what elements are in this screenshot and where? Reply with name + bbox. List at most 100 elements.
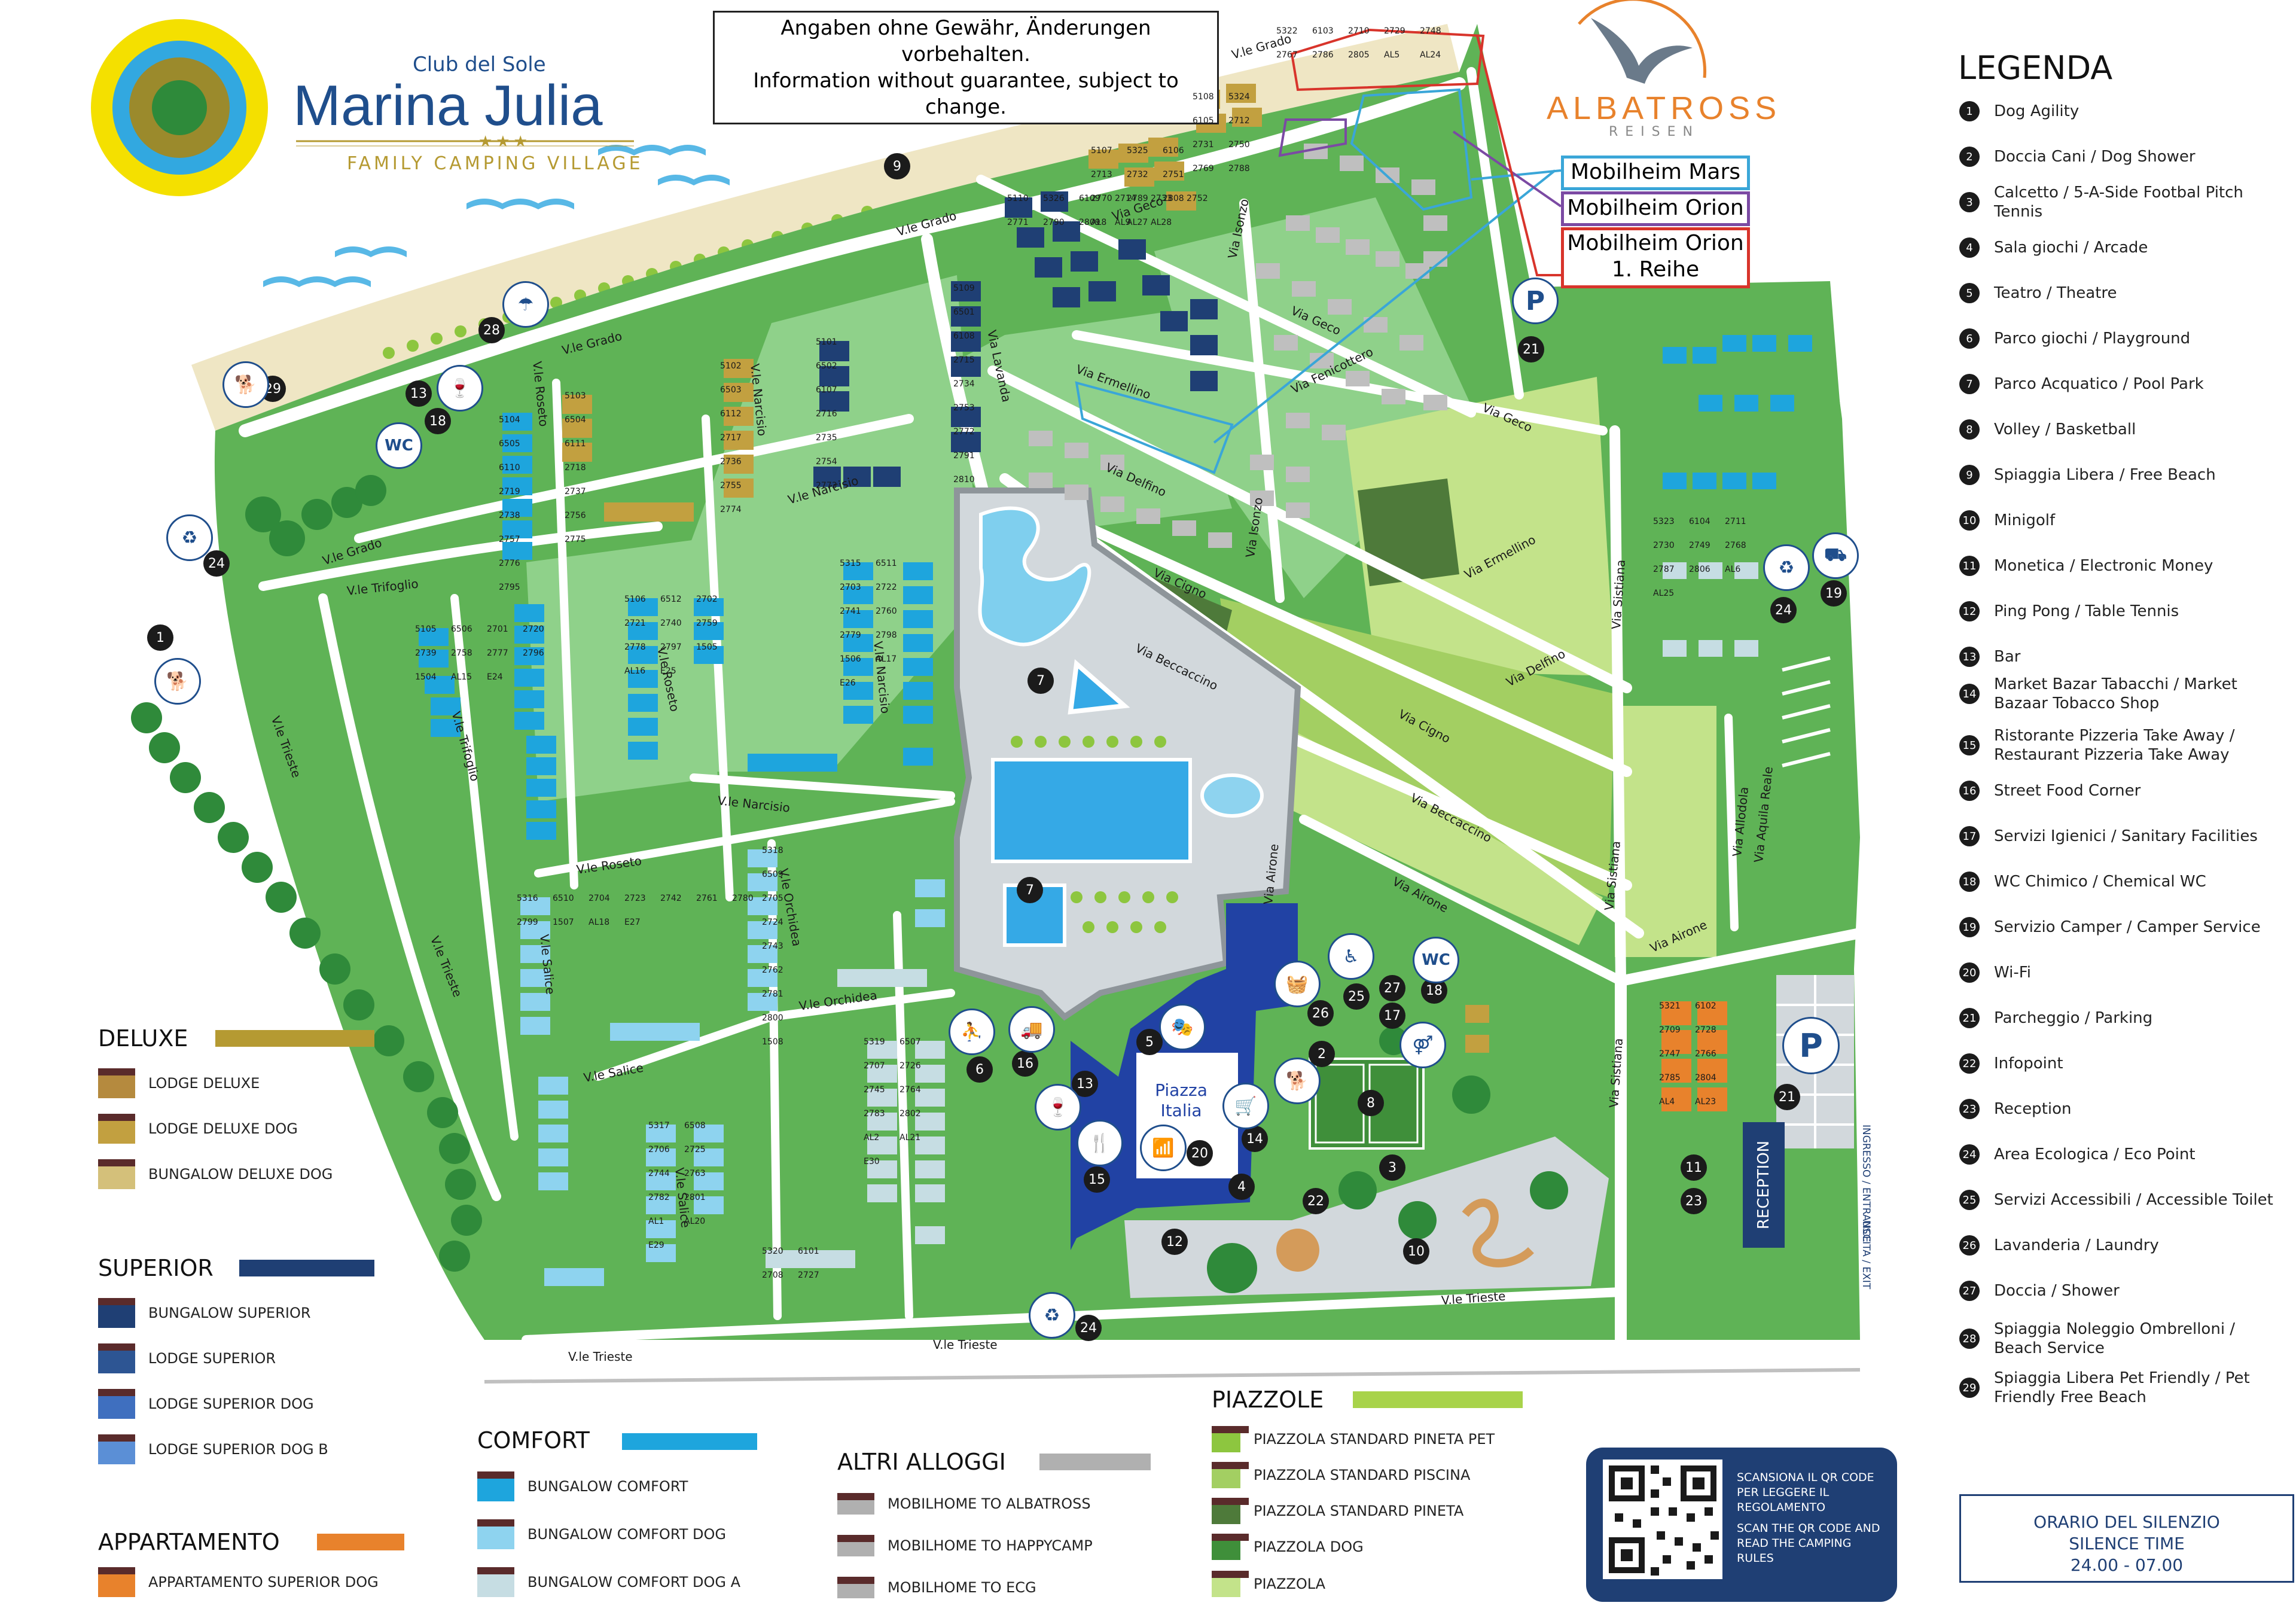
street-food-icon[interactable]: 🚚 bbox=[1008, 1006, 1055, 1053]
unit-label[interactable]: 2736 bbox=[720, 457, 742, 467]
unit-label[interactable]: 2737 bbox=[565, 487, 586, 496]
unit-label[interactable]: 6110 bbox=[499, 463, 520, 473]
unit-label[interactable]: AL23 bbox=[1695, 1097, 1716, 1107]
recycle-icon[interactable]: ♻ bbox=[166, 514, 213, 561]
unit-label[interactable]: E27 bbox=[624, 918, 641, 927]
unit-label[interactable]: AL2 bbox=[864, 1133, 880, 1142]
unit-label[interactable]: 2780 bbox=[732, 894, 754, 903]
unit-label[interactable]: 2788 bbox=[1228, 164, 1250, 173]
map-marker-16[interactable]: 16 bbox=[1012, 1050, 1038, 1077]
unit-label[interactable]: 2713 bbox=[1091, 170, 1112, 179]
unit-label[interactable]: 2772 bbox=[953, 427, 975, 437]
unit-label[interactable]: 2724 bbox=[762, 918, 783, 927]
unit-label[interactable]: 2706 bbox=[648, 1145, 670, 1154]
unit-label[interactable]: 5324 bbox=[1228, 92, 1250, 102]
unit-label[interactable]: 2757 bbox=[499, 535, 520, 544]
unit-label[interactable]: 2739 bbox=[415, 648, 437, 658]
map-marker-13[interactable]: 13 bbox=[405, 380, 432, 407]
unit-label[interactable]: 6101 bbox=[798, 1247, 819, 1256]
unit-label[interactable]: 2758 bbox=[451, 648, 472, 658]
unit-label[interactable]: 6512 bbox=[660, 595, 682, 604]
unit-label[interactable]: AL25 bbox=[1653, 589, 1675, 598]
unit-label[interactable]: 6505 bbox=[499, 439, 520, 449]
unit-label[interactable]: 5109 bbox=[953, 284, 975, 293]
unit-label[interactable]: 1506 bbox=[840, 654, 861, 664]
map-marker-24b[interactable]: 24 bbox=[1075, 1315, 1102, 1341]
unit-label[interactable]: 2711 bbox=[1725, 517, 1746, 526]
unit-label[interactable]: 2779 bbox=[840, 630, 861, 640]
unit-label[interactable]: 6107 bbox=[816, 385, 837, 395]
unit-label[interactable]: 2787 bbox=[1653, 565, 1675, 574]
theatre-icon[interactable]: 🎭 bbox=[1159, 1004, 1206, 1050]
unit-label[interactable]: 5108 bbox=[1193, 92, 1214, 102]
unit-label[interactable]: 2728 bbox=[1695, 1025, 1716, 1035]
unit-label[interactable]: 2748 bbox=[1420, 26, 1441, 36]
wc-icon-2[interactable]: WC bbox=[1413, 937, 1459, 983]
unit-label[interactable]: AL28 bbox=[1151, 218, 1172, 227]
unit-label[interactable]: 2769 bbox=[1193, 164, 1214, 173]
playground-icon[interactable]: ⛹ bbox=[949, 1008, 995, 1055]
toilets-icon[interactable]: ⚤ bbox=[1399, 1022, 1446, 1068]
unit-label[interactable]: 2703 bbox=[840, 583, 861, 592]
unit-label[interactable]: 2776 bbox=[499, 559, 520, 568]
unit-label[interactable]: 2800 bbox=[762, 1013, 783, 1023]
unit-label[interactable]: 5325 bbox=[1127, 146, 1148, 156]
unit-label[interactable]: 1504 bbox=[415, 672, 437, 682]
map-marker-18[interactable]: 18 bbox=[425, 408, 451, 434]
unit-label[interactable]: 2749 bbox=[1689, 541, 1710, 550]
map-marker-10[interactable]: 10 bbox=[1403, 1238, 1429, 1265]
unit-label[interactable]: 2755 bbox=[720, 481, 742, 490]
unit-label[interactable]: 2750 bbox=[1228, 140, 1250, 150]
map-marker-21b[interactable]: 21 bbox=[1774, 1084, 1800, 1110]
unit-label[interactable]: 2730 bbox=[1653, 541, 1675, 550]
unit-label[interactable]: 5323 bbox=[1653, 517, 1675, 526]
unit-label[interactable]: 6104 bbox=[1689, 517, 1710, 526]
unit-label[interactable]: 6106 bbox=[1163, 146, 1184, 156]
unit-label[interactable]: 2790 bbox=[1043, 218, 1065, 227]
unit-label[interactable]: 1508 bbox=[762, 1037, 783, 1047]
unit-label[interactable]: 5105 bbox=[415, 624, 437, 634]
map-marker-17[interactable]: 17 bbox=[1379, 1003, 1405, 1029]
unit-label[interactable]: 6501 bbox=[953, 307, 975, 317]
unit-label[interactable]: 2767 bbox=[1276, 50, 1298, 60]
unit-label[interactable]: 2798 bbox=[876, 630, 897, 640]
unit-label[interactable]: 2743 bbox=[762, 942, 783, 951]
unit-label[interactable]: 2745 bbox=[864, 1085, 885, 1095]
unit-label[interactable]: 5106 bbox=[624, 595, 646, 604]
unit-label[interactable]: 5103 bbox=[565, 391, 586, 401]
unit-label[interactable]: 2716 bbox=[816, 409, 837, 419]
recycle-icon-3[interactable]: ♻ bbox=[1763, 544, 1810, 591]
unit-label[interactable]: 2770 bbox=[1091, 194, 1112, 203]
reception-building[interactable]: RECEPTION bbox=[1743, 1122, 1785, 1248]
unit-label[interactable]: 6502 bbox=[816, 361, 837, 371]
unit-label[interactable]: 2744 bbox=[648, 1169, 670, 1178]
unit-label[interactable]: 2734 bbox=[953, 379, 975, 389]
market-icon[interactable]: 🛒 bbox=[1222, 1083, 1269, 1129]
map-marker-22[interactable]: 22 bbox=[1303, 1188, 1329, 1214]
map-marker-15[interactable]: 15 bbox=[1084, 1166, 1110, 1193]
unit-label[interactable]: AL9 bbox=[1115, 218, 1131, 227]
unit-label[interactable]: 2715 bbox=[953, 355, 975, 365]
unit-label[interactable]: 1505 bbox=[696, 642, 718, 652]
unit-label[interactable]: 6103 bbox=[1312, 26, 1334, 36]
unit-label[interactable]: 2753 bbox=[953, 403, 975, 413]
unit-label[interactable]: 6508 bbox=[684, 1121, 706, 1131]
unit-label[interactable]: AL16 bbox=[624, 666, 646, 676]
unit-label[interactable]: 6105 bbox=[1193, 116, 1214, 126]
unit-label[interactable]: 6109 bbox=[1079, 194, 1100, 203]
laundry-icon[interactable]: 🧺 bbox=[1274, 961, 1321, 1007]
unit-label[interactable]: 5319 bbox=[864, 1037, 885, 1047]
unit-label[interactable]: 2709 bbox=[1659, 1025, 1681, 1035]
unit-label[interactable]: 2781 bbox=[762, 989, 783, 999]
unit-label[interactable]: 5107 bbox=[1091, 146, 1112, 156]
unit-label[interactable]: 2775 bbox=[565, 535, 586, 544]
map-marker-19[interactable]: 19 bbox=[1821, 580, 1847, 607]
unit-label[interactable]: AL8 bbox=[1091, 218, 1107, 227]
map-marker-1[interactable]: 1 bbox=[147, 624, 173, 651]
unit-label[interactable]: 2777 bbox=[487, 648, 508, 658]
unit-label[interactable]: AL20 bbox=[684, 1217, 706, 1226]
unit-label[interactable]: 2785 bbox=[1659, 1073, 1681, 1083]
map-marker-24c[interactable]: 24 bbox=[1770, 597, 1797, 623]
unit-label[interactable]: 2761 bbox=[696, 894, 718, 903]
wc-icon[interactable]: WC bbox=[376, 422, 422, 469]
